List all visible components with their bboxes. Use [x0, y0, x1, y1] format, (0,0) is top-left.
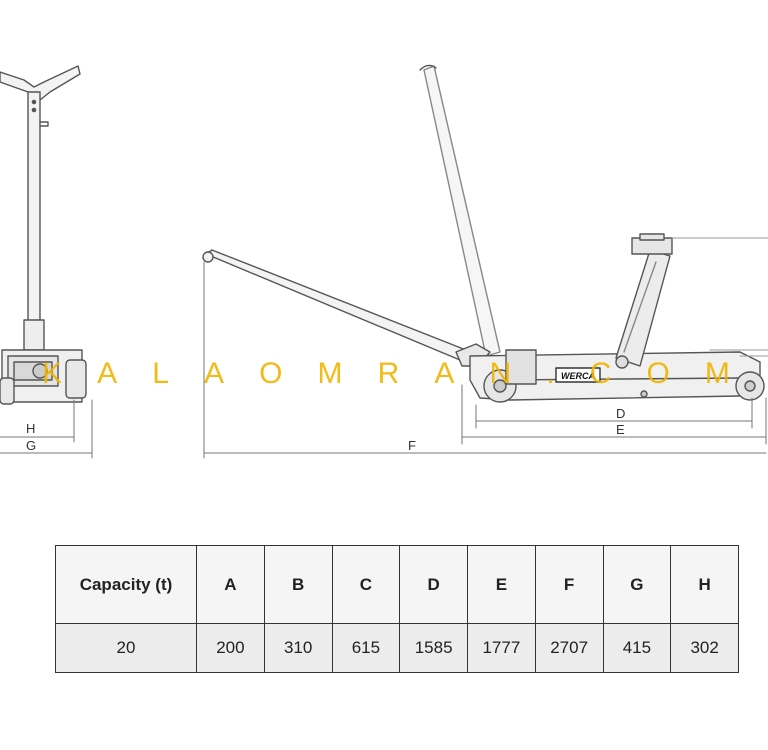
header-capacity: Capacity (t) — [55, 545, 197, 624]
cell-a: 200 — [196, 623, 265, 673]
header-e: E — [467, 545, 536, 624]
brand-badge-text: WERCA — [561, 371, 595, 381]
side-view-lift-arm — [615, 249, 671, 367]
side-view-dimensions — [203, 261, 767, 459]
front-view-handle-grip — [0, 65, 81, 101]
cell-h: 302 — [670, 623, 739, 673]
side-view-lowered-handle — [205, 249, 467, 361]
header-h: H — [670, 545, 739, 624]
brand-badge — [555, 367, 601, 383]
header-g: G — [602, 545, 672, 624]
side-view-height-lines — [671, 237, 768, 357]
dim-label-f: F — [408, 438, 416, 453]
cell-b: 310 — [263, 623, 333, 673]
spec-table-header-row: Capacity (t) A B C D E F G H — [55, 545, 739, 624]
cell-e: 1777 — [467, 623, 536, 673]
cell-f: 2707 — [534, 623, 604, 673]
floor-jack-diagram: H G D E F WERCA — [0, 64, 768, 459]
header-b: B — [263, 545, 333, 624]
header-a: A — [196, 545, 265, 624]
header-f: F — [534, 545, 604, 624]
front-view-dimensions — [0, 399, 93, 459]
dim-label-d: D — [616, 406, 625, 421]
spec-table-row: 20 200 310 615 1585 1777 2707 415 302 — [55, 623, 739, 673]
cell-g: 415 — [602, 623, 672, 673]
side-view-raised-handle — [423, 65, 501, 357]
cell-c: 615 — [331, 623, 401, 673]
front-view-handle-shaft — [27, 91, 41, 323]
header-d: D — [399, 545, 468, 624]
cell-capacity: 20 — [55, 623, 197, 673]
dim-label-g: G — [26, 438, 36, 453]
spec-table: Capacity (t) A B C D E F G H 20 200 310 … — [55, 545, 739, 673]
dim-label-e: E — [616, 422, 625, 437]
cell-d: 1585 — [399, 623, 468, 673]
dim-label-h: H — [26, 421, 35, 436]
front-view — [0, 65, 87, 405]
side-view — [202, 64, 765, 403]
header-c: C — [331, 545, 401, 624]
